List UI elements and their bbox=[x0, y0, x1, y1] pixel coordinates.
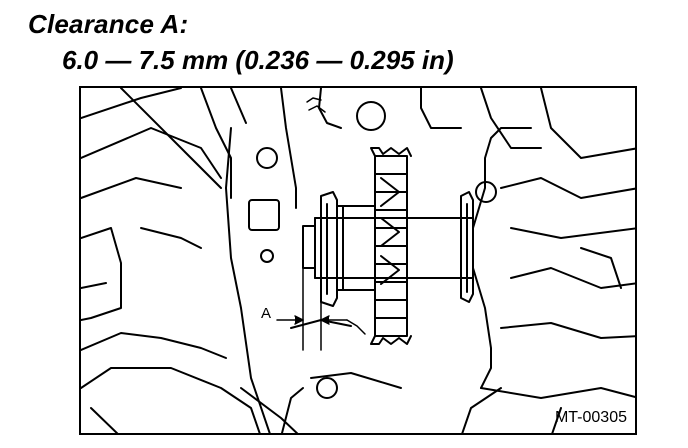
idler-gear bbox=[370, 147, 412, 345]
shaft bbox=[302, 217, 474, 279]
clearance-dimension bbox=[276, 97, 366, 351]
thrust-washer bbox=[320, 191, 338, 307]
clearance-a-label: A bbox=[261, 305, 272, 322]
clearance-spec: 6.0 — 7.5 mm (0.236 — 0.295 in) bbox=[62, 45, 454, 75]
housing-casting bbox=[81, 88, 299, 433]
right-support bbox=[420, 88, 635, 433]
diagram-drawing bbox=[81, 88, 635, 433]
clearance-heading: Clearance A: bbox=[28, 9, 189, 39]
figure-code: MT-00305 bbox=[554, 409, 627, 426]
gear-clearance-diagram: A MT-00305 bbox=[79, 86, 637, 435]
